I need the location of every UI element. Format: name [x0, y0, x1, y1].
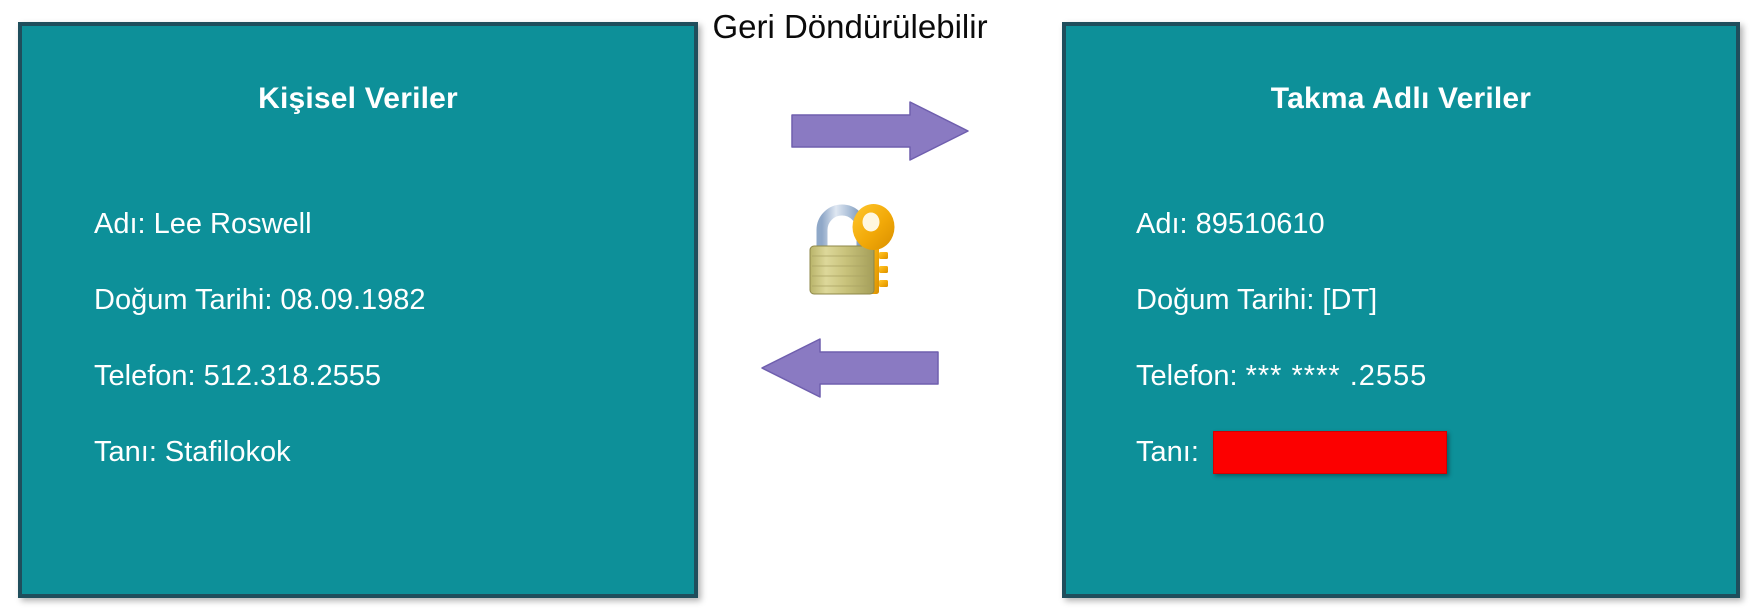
field-value-name: Lee Roswell: [153, 207, 312, 240]
field-label-diagnosis: Tanı:: [94, 435, 157, 468]
personal-data-field-list: Adı: Lee Roswell Doğum Tarihi: 08.09.198…: [94, 186, 674, 490]
field-value-birthdate: 08.09.1982: [280, 283, 426, 316]
field-label-pseudonym-birthdate: Doğum Tarihi:: [1136, 283, 1315, 316]
field-label-birthdate: Doğum Tarihi:: [94, 283, 273, 316]
field-row-birthdate: Doğum Tarihi: 08.09.1982: [94, 262, 674, 338]
field-value-phone: 512.318.2555: [203, 359, 381, 392]
field-row-pseudonym-diagnosis: Tanı:: [1136, 414, 1716, 490]
field-row-pseudonym-birthdate: Doğum Tarihi: [DT]: [1136, 262, 1716, 338]
left-arrow-icon: [761, 338, 939, 398]
locked-with-key-icon: [809, 204, 895, 295]
field-value-pseudonym-name: 89510610: [1195, 207, 1325, 240]
field-label-name: Adı:: [94, 207, 146, 240]
field-value-pseudonym-phone: *** **** .2555: [1245, 359, 1428, 392]
personal-data-panel-title: Kişisel Veriler: [258, 82, 458, 115]
pseudonymised-data-field-list: Adı: 89510610 Doğum Tarihi: [DT] Telefon…: [1136, 186, 1716, 490]
field-label-pseudonym-diagnosis: Tanı:: [1136, 435, 1199, 468]
pseudonymised-data-panel-title: Takma Adlı Veriler: [1270, 82, 1532, 115]
field-row-pseudonym-phone: Telefon: *** **** .2555: [1136, 338, 1716, 414]
right-arrow-icon: [791, 101, 969, 161]
field-label-phone: Telefon:: [94, 359, 196, 392]
diagnosis-redaction-box: [1212, 430, 1447, 474]
field-row-name: Adı: Lee Roswell: [94, 186, 674, 262]
reversible-label: Geri Döndürülebilir: [712, 8, 988, 45]
field-value-diagnosis: Stafilokok: [164, 435, 291, 468]
field-row-diagnosis: Tanı: Stafilokok: [94, 414, 674, 490]
personal-data-panel: Kişisel Veriler Adı: Lee Roswell Doğum T…: [18, 22, 698, 598]
field-label-pseudonym-name: Adı:: [1136, 207, 1188, 240]
field-value-pseudonym-birthdate: [DT]: [1322, 283, 1378, 316]
field-row-pseudonym-name: Adı: 89510610: [1136, 186, 1716, 262]
pseudonymised-data-panel: Takma Adlı Veriler Adı: 89510610 Doğum T…: [1062, 22, 1740, 598]
field-label-pseudonym-phone: Telefon:: [1136, 359, 1238, 392]
field-row-phone: Telefon: 512.318.2555: [94, 338, 674, 414]
